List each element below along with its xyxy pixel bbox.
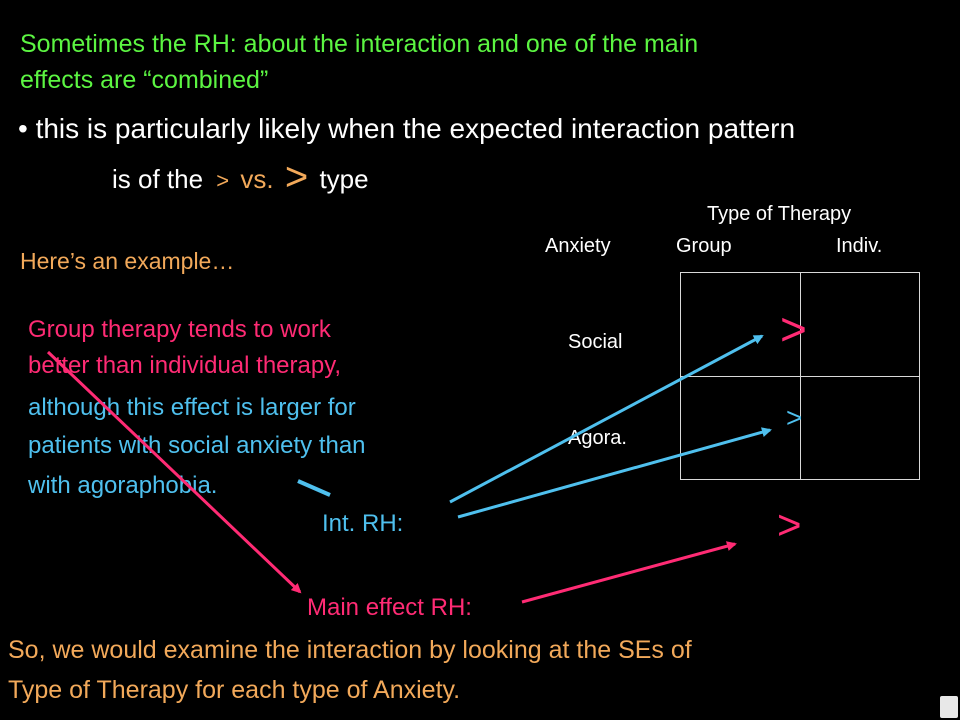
bullet-line-2: is of the > vs. > type bbox=[112, 155, 369, 197]
example-intro: Here’s an example… bbox=[20, 248, 235, 274]
bullet-post: type bbox=[319, 164, 369, 194]
heading-line-2: effects are “combined” bbox=[20, 66, 269, 94]
small-greater-sign: > bbox=[216, 168, 230, 193]
social-effect-sign: > bbox=[780, 303, 807, 355]
table-row-header: Anxiety bbox=[545, 235, 611, 257]
conclusion-line-2: Type of Therapy for each type of Anxiety… bbox=[8, 676, 461, 704]
hypothesis-blue-line-3: with agoraphobia. bbox=[28, 472, 218, 499]
arrow-int-rh-to-agora bbox=[457, 427, 772, 519]
slide-logo-icon bbox=[940, 696, 958, 718]
hypothesis-pink-line-2: better than individual therapy, bbox=[28, 352, 342, 379]
int-rh-label: Int. RH: bbox=[322, 510, 404, 537]
hypothesis-pink-line-1: Group therapy tends to work bbox=[28, 316, 331, 343]
main-effect-sign: > bbox=[777, 501, 802, 548]
table-cell-agora-indiv bbox=[800, 376, 920, 480]
table-title: Type of Therapy bbox=[707, 203, 852, 225]
bullet-pre: is of the bbox=[112, 164, 204, 194]
vs-text: vs. bbox=[240, 164, 274, 194]
hypothesis-blue-line-1: although this effect is larger for bbox=[28, 394, 356, 421]
heading-line-1: Sometimes the RH: about the interaction … bbox=[20, 30, 699, 58]
arrow-group-therapy-to-main-rh bbox=[46, 350, 302, 594]
big-greater-sign: > bbox=[284, 155, 309, 199]
main-effect-rh-label: Main effect RH: bbox=[307, 594, 472, 621]
arrow-stub-blue bbox=[297, 479, 331, 497]
agora-effect-sign: > bbox=[786, 402, 803, 433]
arrow-main-rh-to-sign bbox=[521, 541, 737, 604]
table-col-group: Group bbox=[676, 235, 732, 257]
hypothesis-blue-line-2: patients with social anxiety than bbox=[28, 432, 366, 459]
bullet-line-1: • this is particularly likely when the e… bbox=[18, 113, 796, 144]
arrow-int-rh-to-social bbox=[449, 334, 764, 504]
conclusion-line-1: So, we would examine the interaction by … bbox=[8, 636, 692, 664]
table-row-social: Social bbox=[568, 331, 623, 353]
table-col-indiv: Indiv. bbox=[836, 235, 883, 257]
